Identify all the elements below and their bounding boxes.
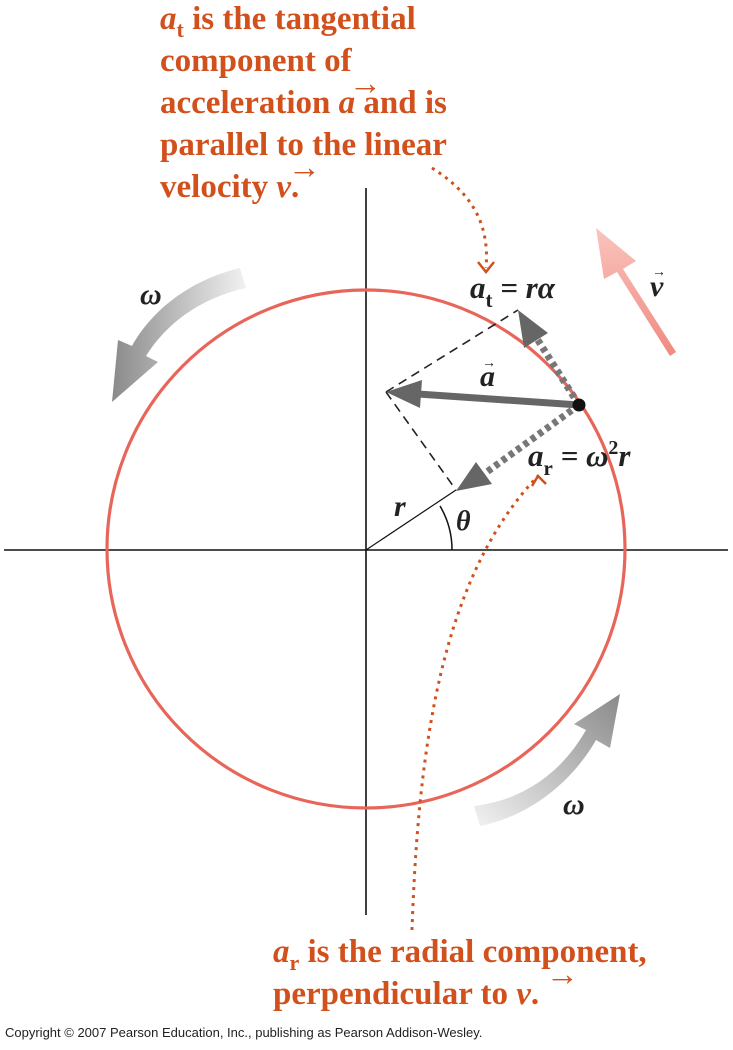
svg-text:perpendicular to v.: perpendicular to v.	[273, 976, 539, 1012]
svg-text:→: →	[349, 66, 382, 102]
velocity-arrow	[596, 228, 676, 356]
omega-label-bottom: ω	[563, 788, 585, 821]
radius-line	[365, 489, 457, 551]
radial-acceleration-vector	[456, 402, 582, 491]
acceleration-vector	[386, 380, 580, 409]
copyright-notice: Copyright © 2007 Pearson Education, Inc.…	[5, 1025, 482, 1040]
circular-path	[105, 288, 627, 810]
tangential-acceleration-vector	[518, 310, 582, 407]
velocity-vector-arrow: →	[652, 265, 666, 280]
velocity-label: v	[650, 270, 664, 303]
omega-label-top: ω	[140, 278, 162, 311]
dashed-construction-lines	[385, 309, 519, 491]
svg-text:parallel to the linear: parallel to the linear	[160, 127, 447, 163]
svg-text:component of: component of	[160, 43, 353, 79]
radial-equation: ar = ω2r	[528, 437, 631, 480]
tangential-annotation: at is the tangential component of accele…	[160, 1, 447, 205]
svg-text:at is the tangential: at is the tangential	[160, 1, 416, 42]
svg-text:→: →	[288, 150, 321, 186]
angle-arc	[439, 505, 453, 551]
acceleration-label: a	[480, 360, 495, 393]
svg-text:→: →	[546, 957, 579, 993]
svg-text:ar is the radial component,: ar is the radial component,	[273, 934, 647, 975]
annotation-arrowheads	[477, 261, 547, 487]
particle-dot	[572, 398, 586, 412]
omega-rotation-arrow-bottom	[474, 694, 620, 826]
radius-label: r	[394, 490, 406, 523]
annotation-pointers	[410, 166, 540, 931]
radial-annotation: ar is the radial component, perpendicula…	[273, 934, 647, 1012]
omega-rotation-arrow-top	[112, 268, 246, 402]
svg-text:acceleration a and is: acceleration a and is	[160, 85, 447, 121]
tangential-equation: at = rα	[470, 270, 556, 312]
acceleration-vector-arrow: →	[482, 356, 496, 371]
svg-text:velocity v.: velocity v.	[160, 169, 299, 205]
angle-label: θ	[456, 506, 471, 537]
